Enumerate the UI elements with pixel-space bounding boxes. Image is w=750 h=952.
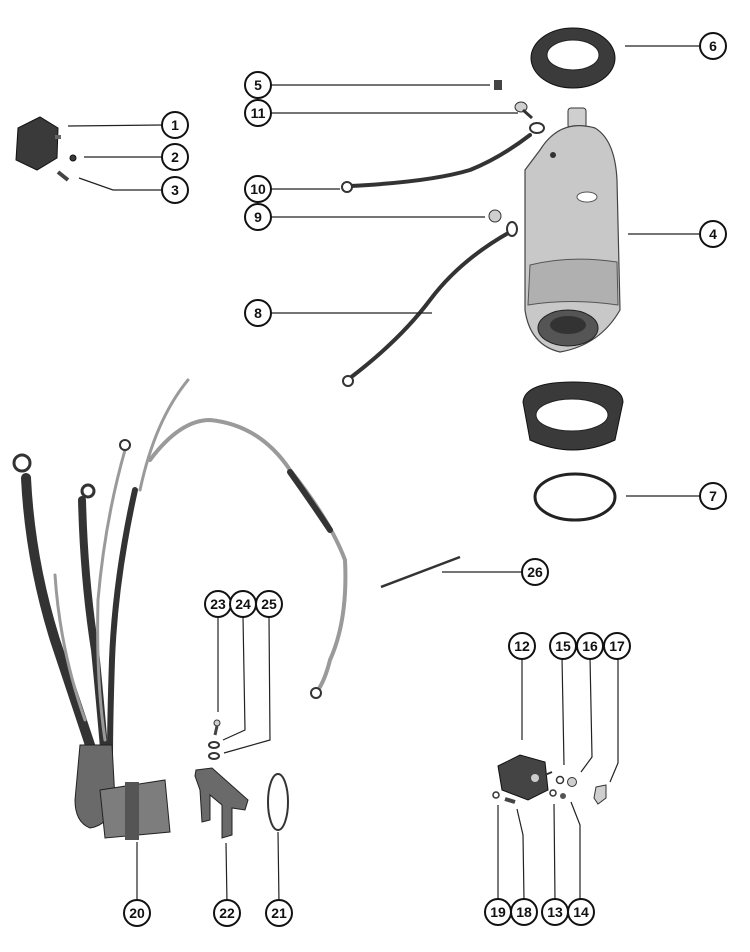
callout-3: 3 [161,176,189,204]
svg-text:13: 13 [547,904,563,920]
part-21-o-ring [267,773,289,831]
part-9-hex-nut [488,209,502,223]
callout-5: 5 [244,71,272,99]
callout-20: 20 [123,899,151,927]
callout-22: 22 [213,899,241,927]
part-15-washer [555,775,565,785]
callout-1: 1 [161,111,189,139]
callout-13: 13 [541,898,569,926]
part-20-harness [12,378,348,840]
callout-6: 6 [699,32,727,60]
svg-text:22: 22 [219,905,235,921]
part-18-screw [504,797,516,804]
callout-18: 18 [510,898,538,926]
svg-text:26: 26 [527,564,543,580]
callout-25: 25 [255,590,283,618]
part-17-boot [593,784,607,805]
svg-text:14: 14 [573,904,589,920]
svg-text:2: 2 [171,149,179,165]
part-lower-collar [522,381,624,451]
part-7-o-ring [533,472,617,522]
callout-14: 14 [567,898,595,926]
leader-lines [67,45,700,904]
callout-12: 12 [508,632,536,660]
callout-7: 7 [699,482,727,510]
svg-text:15: 15 [555,638,571,654]
svg-text:18: 18 [516,904,532,920]
callout-9: 9 [244,203,272,231]
callout-17: 17 [603,632,631,660]
part-4-starter-motor [524,107,621,353]
svg-text:24: 24 [235,596,251,612]
part-24-lockwasher [208,741,220,749]
part-11-screw [514,101,533,120]
svg-text:23: 23 [210,596,226,612]
part-26-pin [380,555,461,589]
callout-26: 26 [521,558,549,586]
part-8-long-cable [342,221,518,387]
svg-text:8: 8 [254,305,262,321]
callout-23: 23 [204,590,232,618]
svg-text:16: 16 [582,638,598,654]
part-10-short-cable [341,122,545,193]
svg-text:25: 25 [261,596,277,612]
callout-19: 19 [484,898,512,926]
part-13-washer [549,789,557,797]
part-1-block [15,116,61,171]
svg-text:10: 10 [250,181,266,197]
part-22-bracket [194,767,249,839]
svg-text:3: 3 [171,182,179,198]
svg-text:4: 4 [709,226,717,242]
svg-text:7: 7 [709,488,717,504]
part-19-washer [492,791,500,799]
svg-text:19: 19 [490,904,506,920]
callout-4: 4 [699,220,727,248]
svg-text:9: 9 [254,209,262,225]
callout-21: 21 [265,899,293,927]
callout-11: 11 [244,99,272,127]
part-23-screw [213,719,221,736]
svg-text:12: 12 [514,638,530,654]
callout-16: 16 [576,632,604,660]
part-25-washer [208,752,220,760]
svg-text:5: 5 [254,77,262,93]
callout-15: 15 [549,632,577,660]
callout-24: 24 [229,590,257,618]
part-6-collar [530,27,616,89]
svg-text:6: 6 [709,38,717,54]
part-14-nut [560,793,566,799]
part-16-nut [567,777,577,787]
svg-text:21: 21 [271,905,287,921]
part-3-screw [56,170,70,182]
callout-10: 10 [244,175,272,203]
part-2-nut [69,154,77,162]
svg-text:20: 20 [129,905,145,921]
part-12-solenoid [497,754,553,801]
callout-8: 8 [244,299,272,327]
svg-text:1: 1 [171,117,179,133]
callout-2: 2 [161,143,189,171]
part-5-nut [494,80,502,90]
svg-text:11: 11 [251,105,266,121]
svg-text:17: 17 [609,638,625,654]
